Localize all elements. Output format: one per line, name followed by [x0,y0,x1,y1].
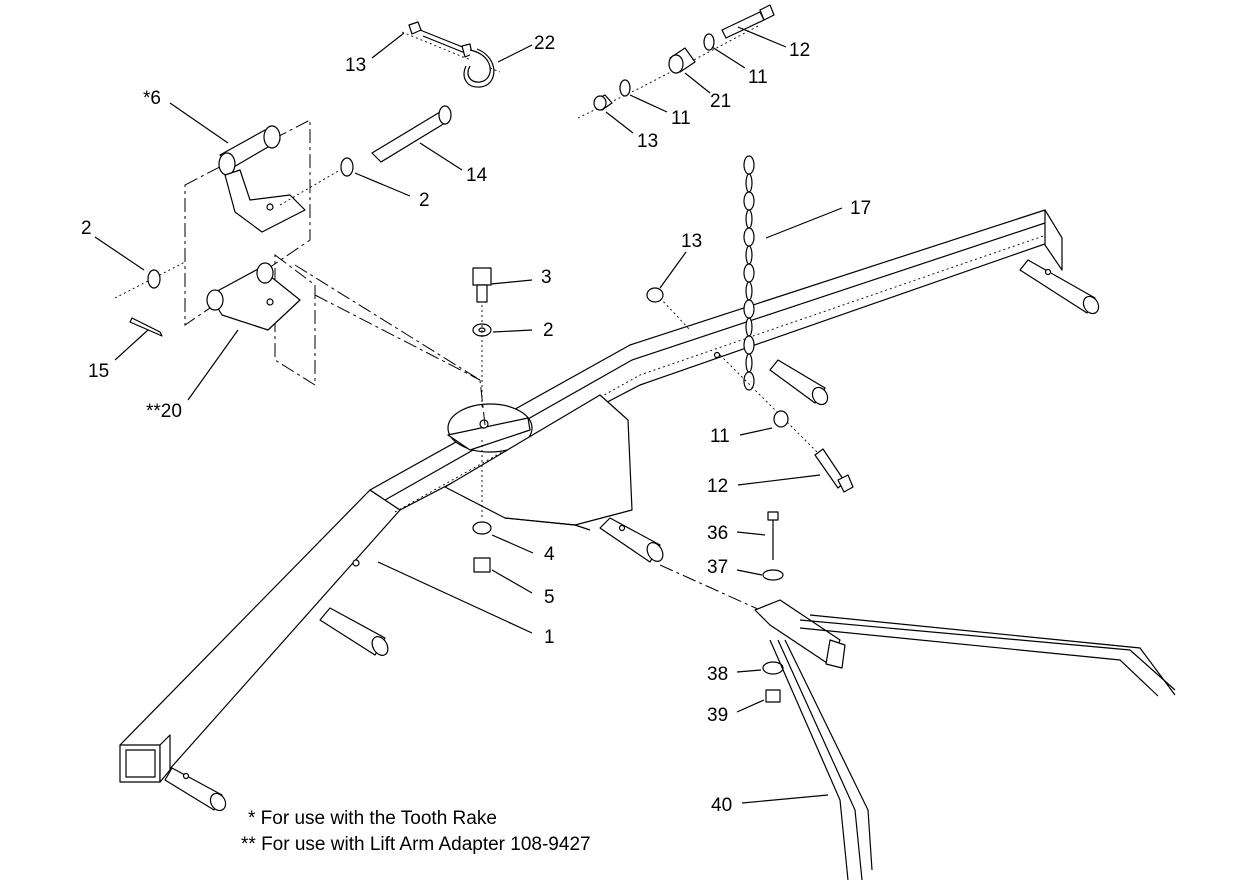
pivot-bolt-assembly [472,267,492,410]
note-tooth-rake: * For use with the Tooth Rake [248,808,497,829]
bolt-spacer-assembly [577,4,775,119]
assembly-guide-lines [294,264,486,426]
callout-38: 38 [707,664,728,685]
callout-labels: 22 13 12 11 21 11 13 *6 14 2 17 2 13 3 2… [81,33,871,816]
callout-36: 36 [707,523,728,544]
callout-21: 21 [710,91,731,112]
callout-39: 39 [707,705,728,726]
tine-rake-assembly [659,511,1176,881]
callout-11: 11 [748,67,768,88]
tooth-rake-bracket [184,119,311,326]
callout-2: 2 [419,190,430,211]
callout-11: 11 [671,108,691,129]
lift-arm-bracket [206,254,316,386]
leader-lines [94,26,843,804]
lower-bolt-assembly [646,287,854,493]
callout-3: 3 [541,267,552,288]
callout-13: 13 [681,231,702,252]
callout-12: 12 [707,476,728,497]
callout-6: *6 [143,88,161,109]
callout-22: 22 [534,33,555,54]
callout-2: 2 [543,320,554,341]
pivot-plate [447,403,533,453]
callout-20: **20 [146,401,182,422]
callout-5: 5 [544,587,555,608]
frame-pins [164,259,1100,812]
callout-1: 1 [544,627,555,648]
callout-14: 14 [466,165,488,186]
callout-11: 11 [710,426,730,447]
callout-40: 40 [711,795,732,816]
callout-17: 17 [850,198,871,219]
pivot-nut-assembly [472,440,492,573]
note-lift-arm-adapter: ** For use with Lift Arm Adapter 108-942… [241,834,591,855]
callout-37: 37 [707,557,728,578]
hook-bolt-assembly [401,21,501,88]
callout-2: 2 [81,218,92,239]
callout-4: 4 [544,544,555,565]
callout-15: 15 [88,361,109,382]
callout-13: 13 [345,55,366,76]
callout-12: 12 [789,40,810,61]
clevis-pin-assembly [114,105,452,337]
gusset-plate [444,394,633,531]
footnotes: * For use with the Tooth Rake ** For use… [241,808,591,855]
chain [743,155,755,391]
callout-13: 13 [637,131,658,152]
